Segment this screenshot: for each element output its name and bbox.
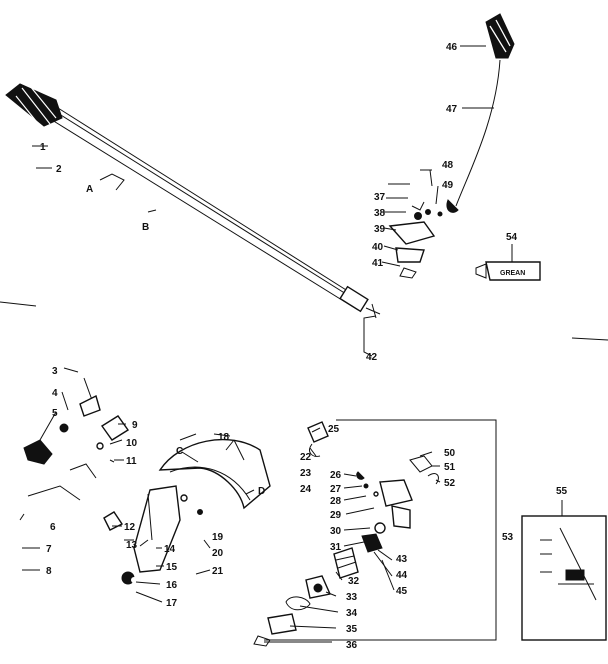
callout-33: 33 (346, 592, 358, 603)
callout-25: 25 (328, 424, 340, 435)
callout-3: 3 (52, 366, 58, 377)
callout-21: 21 (212, 566, 224, 577)
callout-46: 46 (446, 42, 458, 53)
gear-housing (133, 485, 181, 573)
callout-43: 43 (396, 554, 408, 565)
callout-20: 20 (212, 548, 224, 559)
throttle-cable-assembly (388, 13, 515, 279)
cable-handle-grip (485, 13, 515, 59)
callout-53: 53 (502, 532, 514, 543)
callout-14-upper: 14 (164, 544, 176, 555)
callout-42: 42 (366, 352, 378, 363)
callout-8: 8 (46, 566, 52, 577)
callout-leaders (22, 45, 494, 643)
callout-19: 19 (212, 532, 224, 543)
grease-tube-drawing: GREAN (475, 244, 541, 281)
spindle-32 (333, 547, 359, 579)
callout-27: 27 (330, 484, 342, 495)
callout-31: 31 (330, 542, 342, 553)
callout-39: 39 (374, 224, 386, 235)
grease-tube-label: GREAN (500, 270, 525, 277)
callout-9: 9 (132, 420, 138, 431)
callout-51: 51 (444, 462, 456, 473)
callout-55: 55 (556, 486, 568, 497)
callout-13: 13 (126, 540, 138, 551)
callout-15: 15 (166, 562, 178, 573)
drive-tube-upper-edge (57, 107, 363, 301)
callout-49: 49 (442, 180, 454, 191)
callout-28: 28 (330, 496, 342, 507)
callout-41: 41 (372, 258, 384, 269)
label-a: A (86, 184, 93, 195)
spindle-housing (379, 479, 413, 507)
label-d: D (258, 486, 265, 497)
callout-4: 4 (52, 388, 58, 399)
callout-38: 38 (374, 208, 386, 219)
callout-54: 54 (506, 232, 518, 243)
callout-40: 40 (372, 242, 384, 253)
callout-45: 45 (396, 586, 408, 597)
callout-7: 7 (46, 544, 52, 555)
callout-11: 11 (126, 456, 137, 467)
callout-44: 44 (396, 570, 408, 581)
callout-29: 29 (330, 510, 342, 521)
instruction-card (521, 500, 607, 641)
callout-6: 6 (50, 522, 56, 533)
callout-10: 10 (126, 438, 138, 449)
drive-tube-lower-edge (51, 119, 359, 311)
callout-12: 12 (124, 522, 136, 533)
callout-34: 34 (346, 608, 358, 619)
callout-1: 1 (40, 142, 46, 153)
clamp-part (23, 439, 53, 465)
callout-22: 22 (300, 452, 312, 463)
callout-5: 5 (52, 408, 58, 419)
callout-37: 37 (374, 192, 386, 203)
callout-35: 35 (346, 624, 358, 635)
part-b-drawing (147, 209, 157, 213)
cable-end (446, 199, 459, 213)
bearing-44 (361, 533, 383, 553)
callout-2: 2 (56, 164, 62, 175)
spindle-assembly (253, 421, 439, 647)
drive-tube-assembly (5, 83, 381, 357)
callout-47: 47 (446, 104, 458, 115)
callout-30: 30 (330, 526, 342, 537)
callout-16: 16 (166, 580, 178, 591)
callout-18: 18 (218, 432, 230, 443)
callout-32: 32 (348, 576, 360, 587)
callout-52: 52 (444, 478, 456, 489)
callout-23: 23 (300, 468, 312, 479)
callout-36: 36 (346, 640, 358, 651)
callout-24: 24 (300, 484, 312, 495)
group-53-bracket (264, 419, 497, 641)
throttle-bracket (388, 221, 436, 245)
callout-17: 17 (166, 598, 178, 609)
part-a-drawing (99, 173, 125, 191)
callout-26: 26 (330, 470, 342, 481)
callout-50: 50 (444, 448, 456, 459)
callout-labels: 46 47 48 49 37 38 39 40 41 54 42 1 2 A B… (40, 42, 568, 651)
callout-48-upper: 48 (442, 160, 454, 171)
throttle-trigger (395, 247, 425, 263)
tube-coupling (339, 285, 369, 313)
label-b: B (142, 222, 149, 233)
label-c: C (176, 446, 183, 457)
throttle-cable-line (455, 59, 501, 207)
